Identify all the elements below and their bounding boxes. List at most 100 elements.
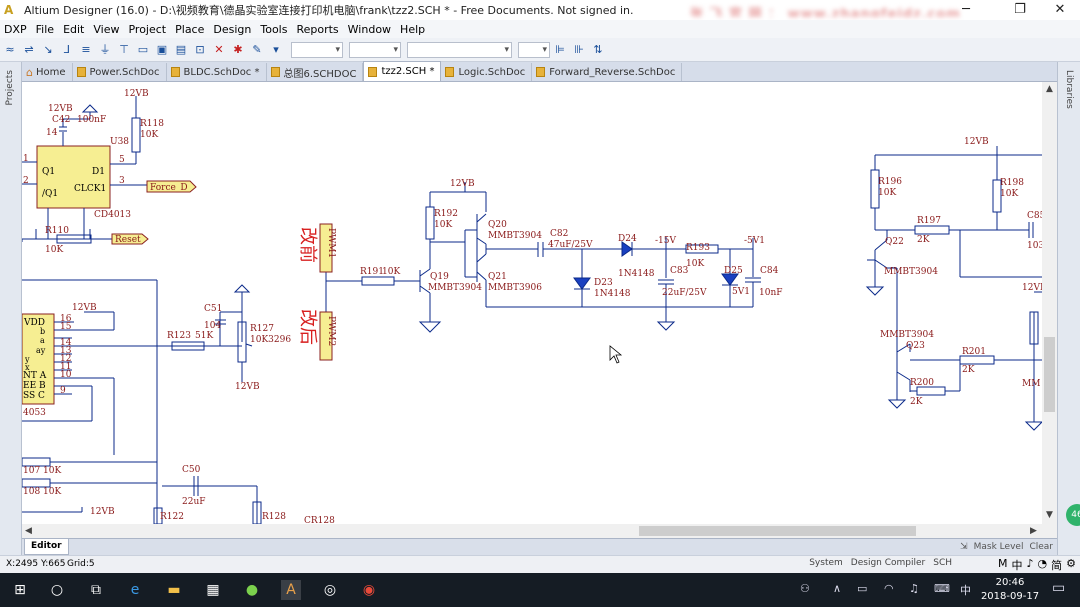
tab-logic[interactable]: Logic.SchDoc (441, 63, 533, 81)
place-sheet-entry-icon[interactable]: ▤ (175, 42, 187, 56)
ime-punct[interactable]: ♪ (1026, 557, 1034, 570)
port-pwm2[interactable] (319, 311, 333, 361)
tab-tzz2[interactable]: tzz2.SCH * (363, 61, 442, 81)
menu-tools[interactable]: Tools (260, 22, 288, 36)
tab-home[interactable]: ⌂ Home (22, 63, 73, 81)
label-r191-val: 10K (382, 267, 400, 277)
place-port-icon[interactable]: ⊡ (195, 42, 205, 56)
calculator-icon[interactable]: ▦ (206, 582, 220, 598)
battery-icon[interactable]: ▭ (857, 582, 868, 595)
libraries-panel-label[interactable]: Libraries (1064, 70, 1074, 109)
u2-name-nta: NT A (23, 371, 47, 381)
port-pwm1[interactable] (319, 223, 333, 273)
menu-project[interactable]: Project (128, 22, 167, 36)
shortcut-icon[interactable]: ⇲ (960, 542, 968, 552)
tab-power[interactable]: Power.SchDoc (73, 63, 167, 81)
floating-round-button[interactable]: 46 (1066, 504, 1080, 526)
projects-panel[interactable]: Projects (0, 62, 22, 555)
ime-settings-icon[interactable]: ⚙ (1066, 557, 1076, 570)
clear-button[interactable]: Clear (1029, 542, 1053, 552)
mask-level-button[interactable]: Mask Level (973, 542, 1024, 552)
sch-button[interactable]: SCH (933, 558, 952, 568)
edge-browser-icon[interactable]: e (130, 582, 140, 598)
place-sheet-icon[interactable]: ▣ (156, 42, 168, 56)
align-right-icon[interactable]: ⊪ (574, 42, 584, 56)
windows-start-icon[interactable]: ⊞ (14, 582, 26, 598)
wifi-icon[interactable]: ◠ (884, 582, 894, 595)
toolbar: ≈ ⇌ ↘ ⅃ ≡ ⏚ ⊤ ▭ ▣ ▤ ⊡ ✕ ✱ ✎ ▾ ⊫ ⊪ ⇅ (0, 38, 1080, 62)
dropdown-arrow-icon[interactable]: ▾ (273, 42, 279, 56)
vertical-scroll-thumb[interactable] (1044, 337, 1055, 412)
clock[interactable]: 20:46 2018-09-17 (978, 576, 1042, 604)
menu-window[interactable]: Window (347, 22, 392, 36)
chrome-icon[interactable]: ◉ (362, 582, 376, 598)
ime-width[interactable]: ◔ (1037, 557, 1048, 570)
place-part-icon[interactable]: ▭ (137, 42, 149, 56)
menu-help[interactable]: Help (400, 22, 426, 36)
minimize-button[interactable]: ─ (962, 2, 970, 17)
keyboard-icon[interactable]: ⌨ (934, 582, 950, 595)
place-ground-icon[interactable]: ⏚ (99, 42, 111, 56)
ime-mode[interactable]: M (997, 557, 1008, 570)
camera-app-icon[interactable]: ◎ (323, 582, 337, 598)
label-r200-val: 2K (910, 397, 923, 407)
schematic-canvas[interactable]: 12VB C42 100nF U38 14 Q1 /Q1 D1 CLCK1 1 … (22, 82, 1042, 524)
tab-overview[interactable]: 总图6.SCHDOC (267, 63, 364, 81)
combo-3[interactable] (407, 41, 512, 58)
drawing-tools-icon[interactable]: ✎ (252, 42, 262, 56)
people-icon[interactable]: ⚇ (800, 582, 810, 595)
ime-simplified[interactable]: 简 (1051, 559, 1063, 572)
menu-reports[interactable]: Reports (296, 22, 339, 36)
ime-language[interactable]: 中 (1011, 559, 1023, 572)
tab-forward-reverse[interactable]: Forward_Reverse.SchDoc (532, 63, 683, 81)
tray-expand-icon[interactable]: ∧ (833, 582, 842, 595)
menu-file[interactable]: File (35, 22, 55, 36)
libraries-panel[interactable]: Libraries 46 (1057, 62, 1080, 555)
menu-dxp[interactable]: DXP (4, 22, 27, 36)
place-net-label-icon[interactable]: ⅃ (63, 42, 71, 56)
close-button[interactable]: ✕ (1054, 2, 1066, 17)
horizontal-scrollbar[interactable]: ◀ ▶ (22, 524, 1057, 538)
altium-taskbar-icon[interactable]: A (281, 580, 301, 600)
green-app-icon[interactable]: ● (245, 582, 259, 598)
system-button[interactable]: System (809, 558, 843, 568)
net-port-force-d[interactable]: Force_D (146, 180, 197, 193)
input-language[interactable]: 中 (960, 584, 971, 597)
align-left-icon[interactable]: ⊫ (555, 42, 565, 56)
vertical-scrollbar[interactable]: ▲ ▼ (1042, 82, 1057, 524)
maximize-button[interactable]: ❐ (1014, 2, 1026, 17)
place-bus-icon[interactable]: ⇌ (24, 42, 34, 56)
menu-view[interactable]: View (93, 22, 120, 36)
scroll-left-icon[interactable]: ◀ (25, 526, 32, 536)
label-r201-val: 2K (962, 365, 975, 375)
combo-1[interactable] (291, 41, 343, 58)
distribute-icon[interactable]: ⇅ (593, 42, 603, 56)
design-compiler-button[interactable]: Design Compiler (850, 558, 926, 568)
label-12vb-bottom: 12VB (90, 507, 115, 517)
scroll-right-icon[interactable]: ▶ (1030, 526, 1037, 536)
menu-place[interactable]: Place (175, 22, 205, 36)
place-wire-icon[interactable]: ≈ (5, 42, 15, 56)
place-bus-entry-icon[interactable]: ↘ (43, 42, 53, 56)
search-icon[interactable]: ○ (50, 582, 64, 598)
menu-design[interactable]: Design (213, 22, 252, 36)
label-cr128: CR128 (304, 516, 335, 524)
horizontal-scroll-thumb[interactable] (639, 526, 916, 536)
editor-tab[interactable]: Editor (24, 539, 69, 555)
scroll-up-icon[interactable]: ▲ (1046, 84, 1053, 94)
combo-2[interactable] (349, 41, 401, 58)
projects-panel-label[interactable]: Projects (5, 70, 15, 106)
net-port-reset[interactable]: Reset (111, 233, 149, 245)
no-erc-icon[interactable]: ✕ (214, 42, 224, 56)
volume-icon[interactable]: ♫ (909, 582, 919, 595)
task-view-icon[interactable]: ⧉ (91, 582, 101, 598)
tab-bldc[interactable]: BLDC.SchDoc * (167, 63, 267, 81)
scroll-down-icon[interactable]: ▼ (1046, 510, 1053, 520)
compile-mask-icon[interactable]: ✱ (233, 42, 243, 56)
notification-icon[interactable]: ▭ (1052, 580, 1066, 596)
place-netlabel-icon[interactable]: ≡ (81, 42, 91, 56)
place-vcc-icon[interactable]: ⊤ (119, 42, 129, 56)
file-explorer-icon[interactable]: ▬ (167, 582, 181, 598)
menu-edit[interactable]: Edit (63, 22, 85, 36)
combo-4[interactable] (518, 41, 550, 58)
